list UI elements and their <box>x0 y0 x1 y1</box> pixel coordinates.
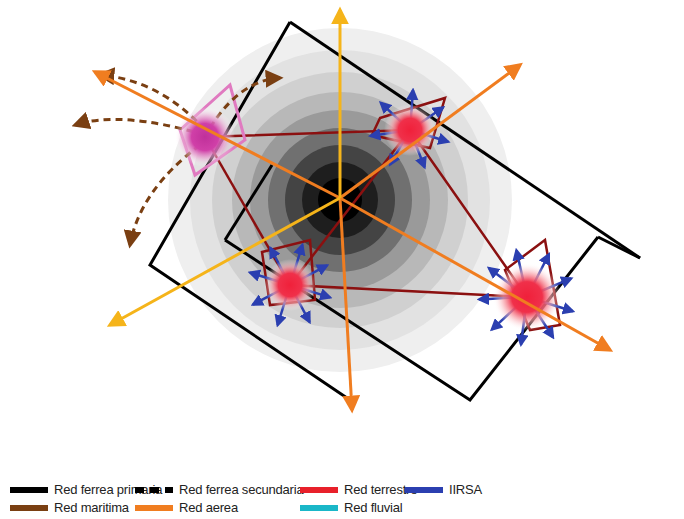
legend-swatch <box>10 487 48 493</box>
hub-node <box>264 259 316 311</box>
iirsa-arrows <box>250 90 573 345</box>
legend-item: Red fluvial <box>300 500 403 515</box>
legend-label: Red fluvial <box>344 500 403 515</box>
legend-dash-sample <box>135 487 173 493</box>
primary-rail <box>150 22 640 400</box>
air-routes <box>95 65 610 410</box>
maritime-routes <box>75 75 280 245</box>
network-illustration <box>0 0 684 478</box>
legend-item: Red ferrea secundaria <box>135 482 303 497</box>
air-routes-secondary <box>110 10 340 325</box>
legend-item: IIRSA <box>405 482 482 497</box>
legend-swatch <box>300 487 338 493</box>
legend-label: Red aerea <box>179 500 238 515</box>
port-node <box>175 107 235 167</box>
legend-swatch <box>135 505 173 511</box>
legend-swatch <box>10 505 48 511</box>
hub-node <box>493 263 561 331</box>
legend-label: IIRSA <box>449 482 482 497</box>
legend-swatch <box>300 505 338 511</box>
legend-swatch <box>405 487 443 493</box>
legend-label: Red ferrea secundaria <box>179 482 303 497</box>
land-network <box>205 98 560 330</box>
legend: Red ferrea primariaRed ferrea secundaria… <box>0 478 684 519</box>
legend-label: Red maritima <box>54 500 129 515</box>
legend-item: Red terrestre <box>300 482 417 497</box>
legend-item: Red maritima <box>10 500 129 515</box>
legend-item: Red aerea <box>135 500 238 515</box>
hub-node <box>384 104 436 156</box>
